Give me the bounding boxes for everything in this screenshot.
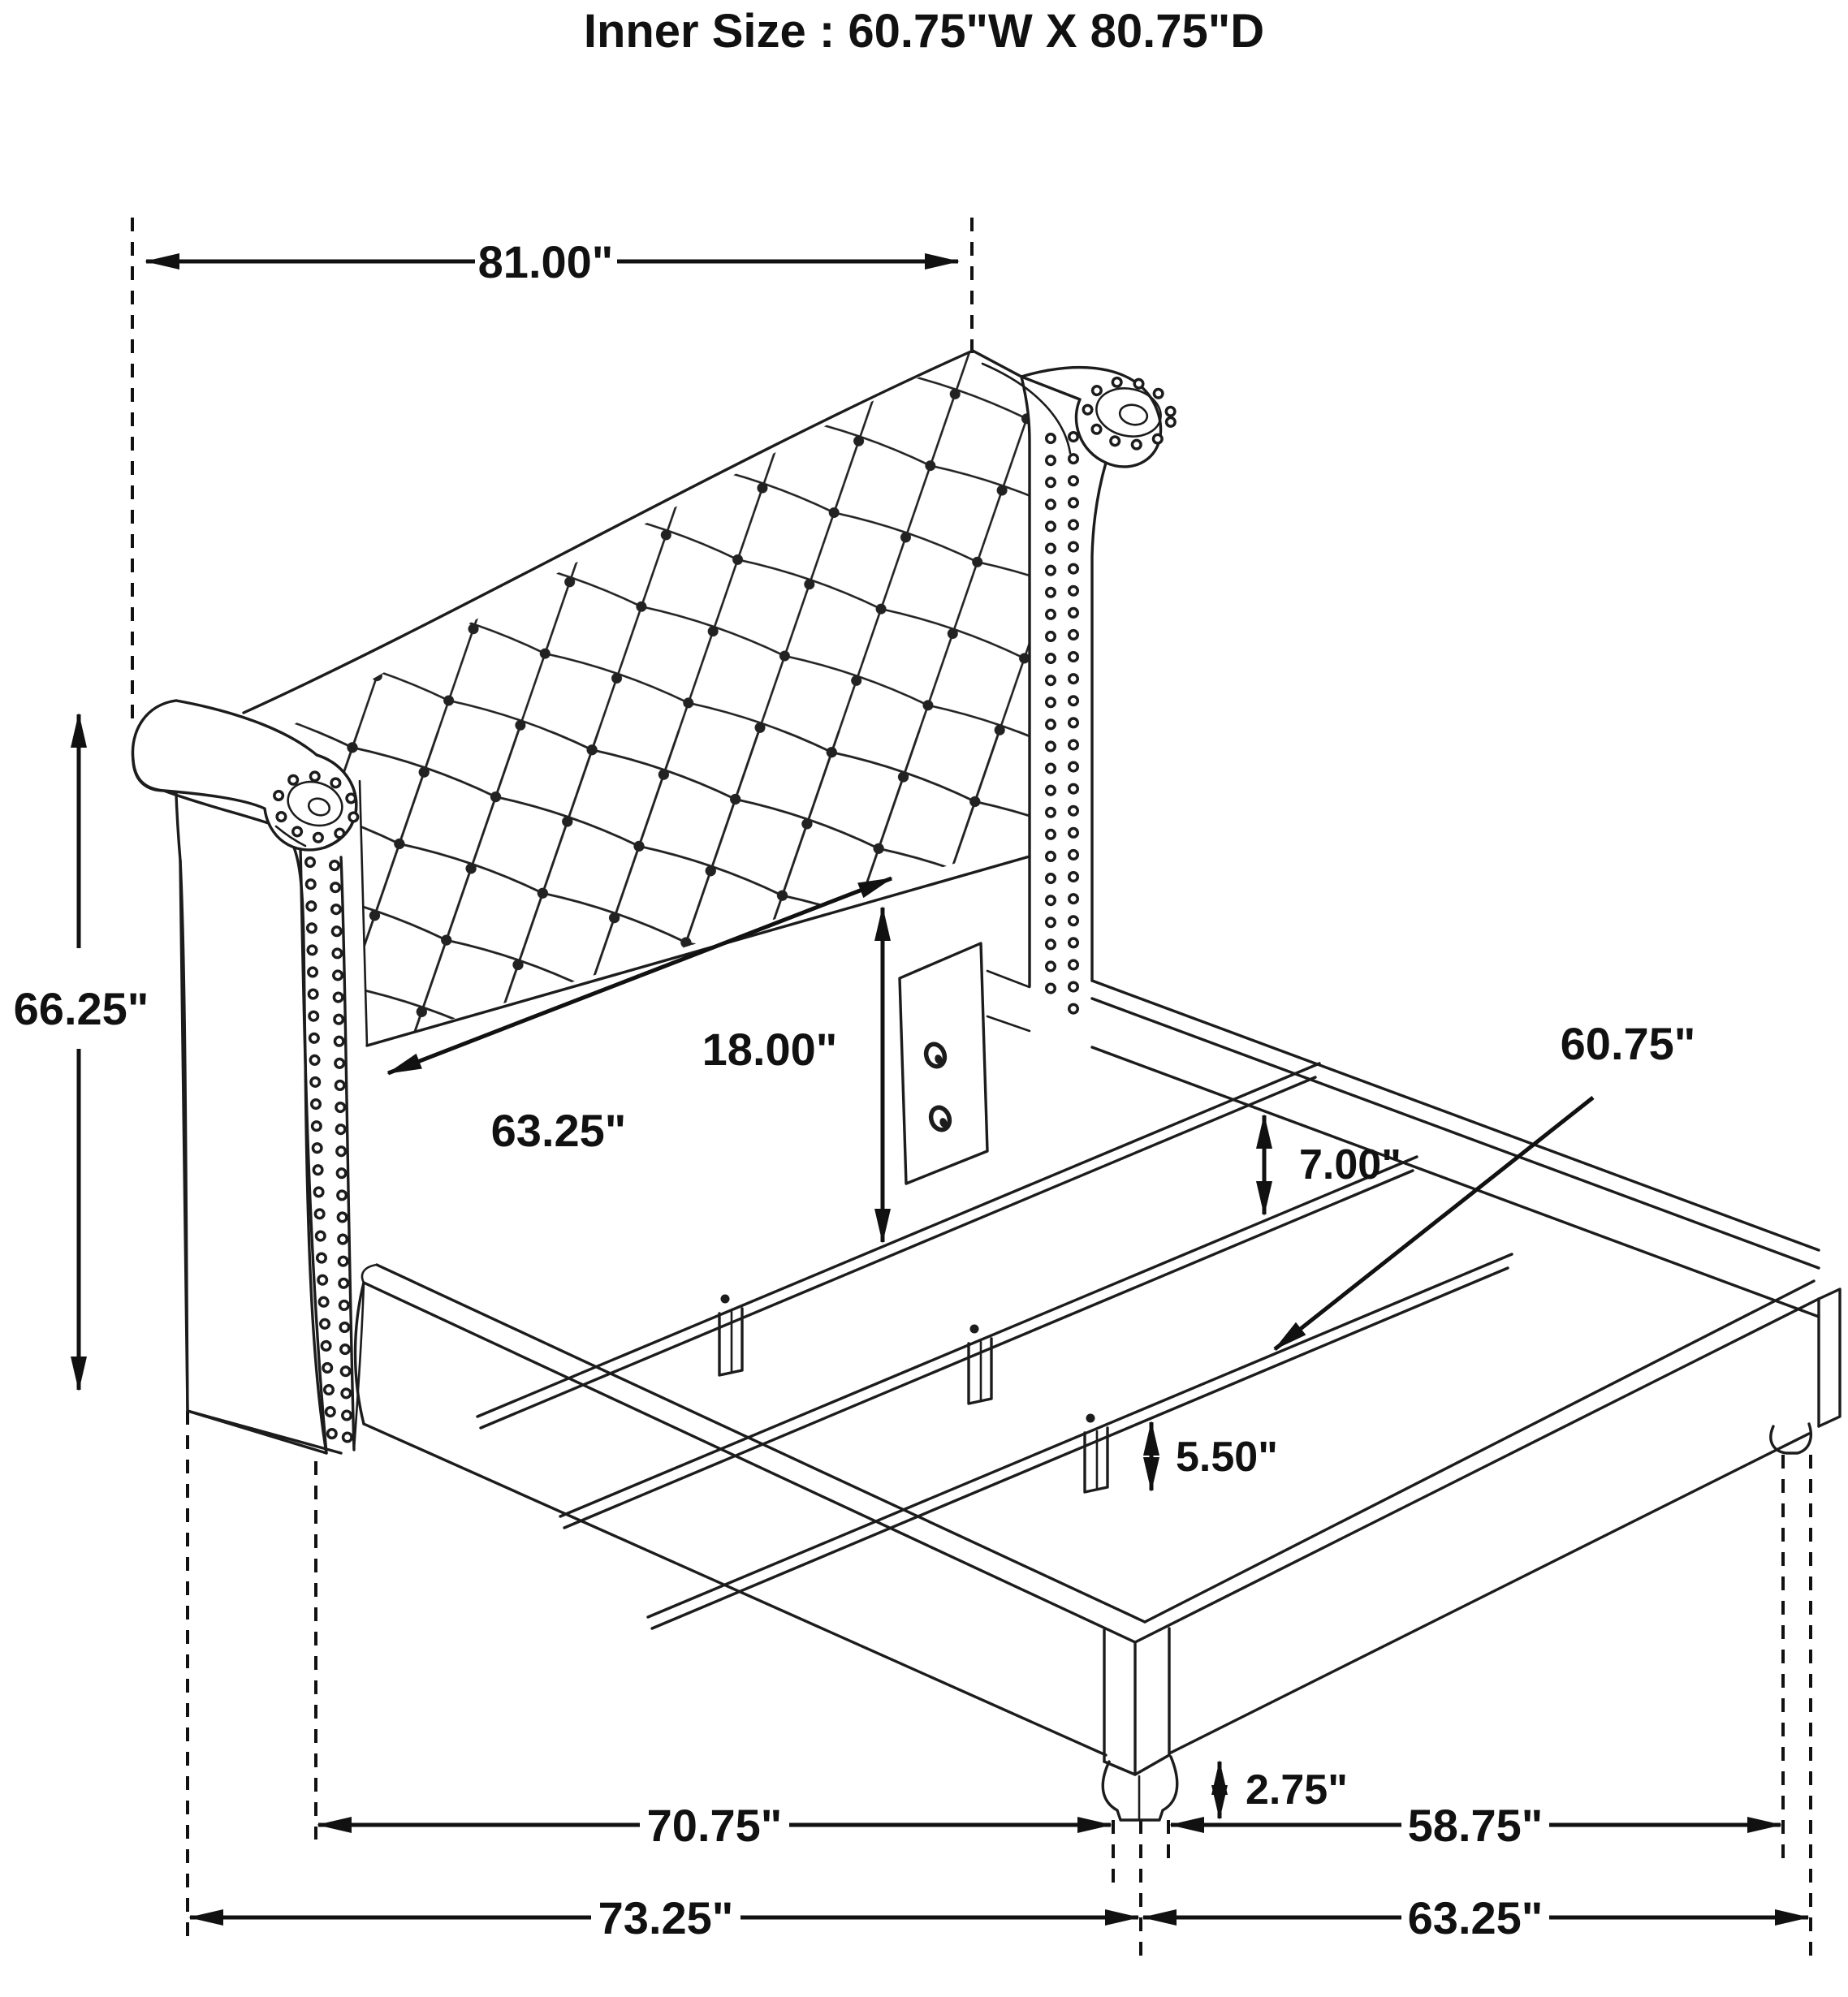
headboard bbox=[131, 349, 1177, 1455]
slat-middle bbox=[559, 1155, 1418, 1529]
dim-slat-length-callout: 60.75" bbox=[1273, 1018, 1696, 1351]
dim-side-rail-length-label: 58.75" bbox=[1408, 1800, 1544, 1851]
footboard-rail bbox=[1133, 1279, 1842, 1755]
right-corner-foot bbox=[1769, 1422, 1813, 1455]
dim-foot-height-label: 2.75" bbox=[1246, 1766, 1348, 1814]
slat-foot bbox=[646, 1253, 1513, 1630]
dim-overall-height-label: 66.25" bbox=[14, 983, 149, 1034]
dim-outer-frame-length-label: 73.25" bbox=[598, 1892, 734, 1943]
dim-outer-frame-length: 73.25" bbox=[188, 1892, 1140, 1943]
rail-bracket bbox=[898, 942, 1031, 1185]
dim-foot-height: 2.75" bbox=[1211, 1760, 1348, 1820]
front-corner-post bbox=[1101, 1627, 1179, 1822]
dim-overall-width: 81.00" bbox=[145, 236, 960, 287]
dim-frame-width: 63.25" bbox=[1142, 1892, 1810, 1943]
dim-slat-leg-label: 5.50" bbox=[1176, 1434, 1278, 1481]
right-wing bbox=[981, 362, 1177, 1016]
diagram-title: Inner Size : 60.75"W X 80.75"D bbox=[584, 5, 1264, 58]
dim-frame-width-label: 63.25" bbox=[1408, 1892, 1544, 1943]
projection-guides bbox=[131, 218, 1812, 1965]
dim-overall-height: 66.25" bbox=[14, 713, 149, 1391]
bracket-screw-holes bbox=[923, 1042, 952, 1132]
dim-slat-length-label: 60.75" bbox=[1561, 1018, 1696, 1069]
right-side-rail bbox=[1090, 979, 1820, 1318]
dim-side-rail-length: 58.75" bbox=[1169, 1800, 1782, 1851]
dim-slat-leg: 5.50" bbox=[1143, 1421, 1278, 1492]
dim-headboard-to-slat-label: 18.00" bbox=[702, 1024, 838, 1075]
left-side-rail bbox=[353, 1263, 1146, 1757]
dim-inner-frame-length-label: 70.75" bbox=[647, 1800, 783, 1851]
bed-frame bbox=[353, 942, 1842, 1822]
left-scroll-arm bbox=[131, 699, 365, 1455]
wing-nailhead-trim bbox=[1045, 376, 1177, 1016]
dim-rail-clearance-label: 7.00" bbox=[1299, 1141, 1401, 1188]
dim-rail-clearance: 7.00" bbox=[1256, 1114, 1401, 1216]
dim-headboard-panel-label: 63.25" bbox=[491, 1105, 627, 1156]
dim-headboard-to-slat: 18.00" bbox=[702, 906, 891, 1244]
arm-nailhead-trim bbox=[271, 770, 361, 1452]
dim-overall-width-label: 81.00" bbox=[478, 236, 614, 287]
dimensions: 81.00" 66.25" 63.25" 18.00" 60.75" 7.00" bbox=[14, 236, 1810, 1943]
slats bbox=[476, 1062, 1513, 1630]
slat-head bbox=[476, 1062, 1321, 1430]
dim-inner-frame-length: 70.75" bbox=[317, 1800, 1112, 1851]
dim-headboard-panel: 63.25" bbox=[386, 876, 893, 1156]
